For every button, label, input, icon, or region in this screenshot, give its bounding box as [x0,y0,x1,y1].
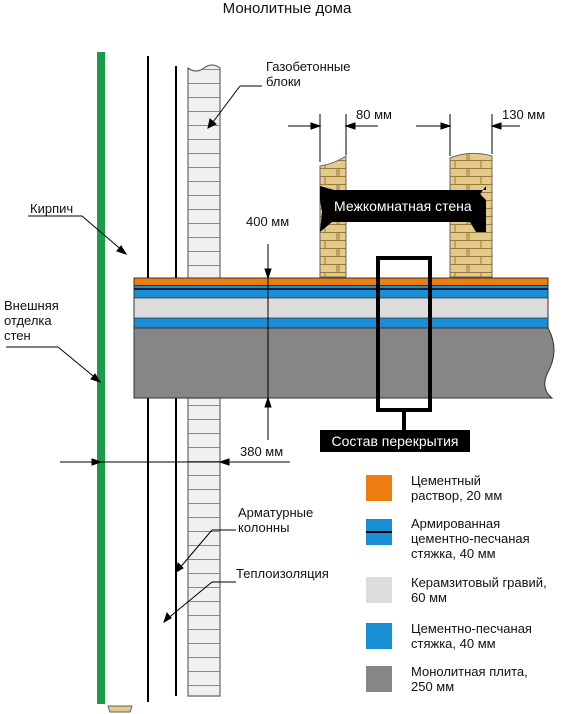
legend-swatch-cement [366,475,392,501]
outer-finish-label: Внешняя отделка стен [4,298,59,343]
dim-380-label: 380 мм [240,444,284,459]
floor-composition-label: Состав перекрытия [320,430,470,452]
legend-swatch-expanded-clay [366,577,392,603]
floor-slab [133,277,555,399]
dimension-400 [264,244,272,440]
legend-text-expanded-clay: Керамзитовый гравий, 60 мм [411,575,547,605]
composition-frame [376,256,432,430]
legend-swatch-reinforced-screed [366,519,392,545]
dimension-lines-top [288,114,520,162]
bottom-brick-cap [107,705,133,713]
outer-finish-strip [97,52,105,704]
dim-130-label: 130 мм [502,107,546,122]
dim-400-label: 400 мм [246,214,290,229]
legend-text-reinforced-screed: Армированная цементно-песчаная стяжка, 4… [411,516,530,561]
legend-text-monolith-slab: Монолитная плита, 250 мм [411,664,528,694]
dim-80-label: 80 мм [356,107,392,122]
gas-blocks-label: Газобетонные блоки [266,59,351,89]
dimension-380 [60,458,290,466]
legend-swatch-screed [366,623,392,649]
interior-wall-arrow [320,186,486,232]
page-title: Монолитные дома [222,0,352,17]
rebar-columns-label: Арматурные колонны [238,505,314,535]
leader-lines [6,85,262,624]
legend-text-screed: Цементно-песчаная стяжка, 40 мм [411,621,532,651]
legend-text-cement: Цементный раствор, 20 мм [411,473,503,503]
brick-label: Кирпич [30,201,74,216]
interior-wall-label: Межкомнатная стена [334,198,472,214]
insulation-label: Теплоизоляция [236,566,329,581]
legend-swatch-monolith-slab [366,666,392,692]
